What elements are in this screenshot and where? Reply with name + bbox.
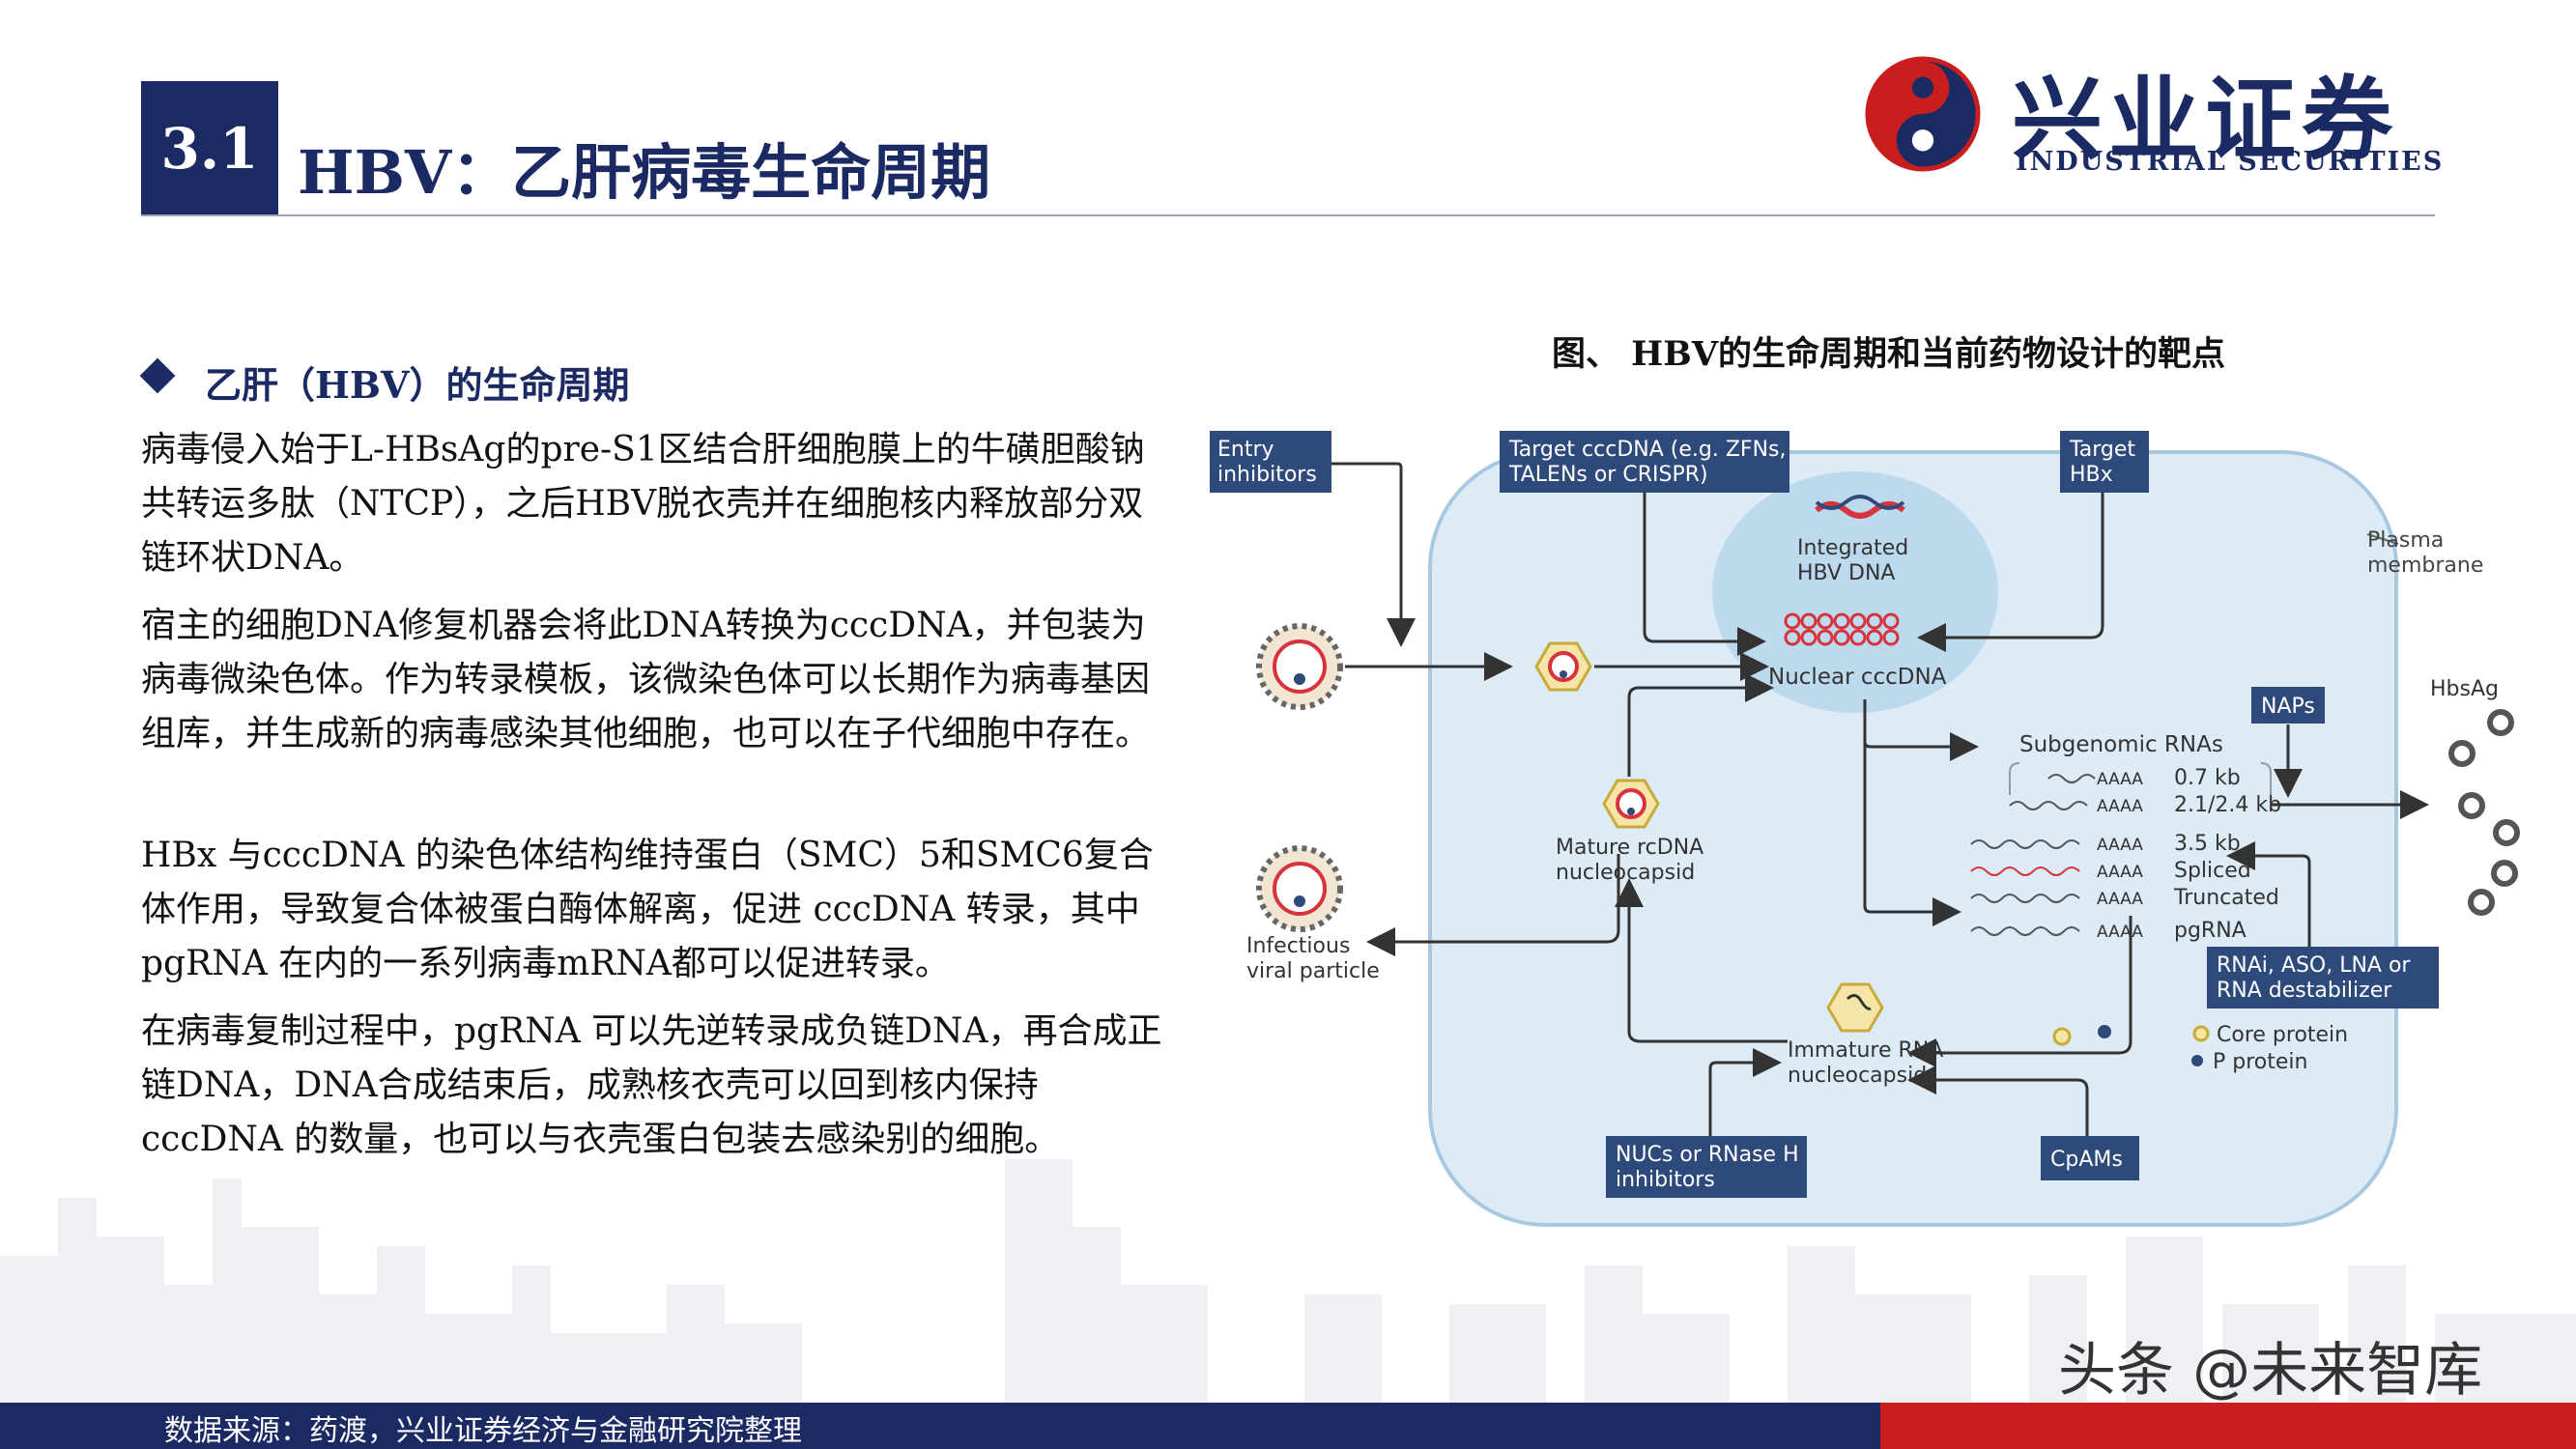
section-number: 3.1: [160, 116, 259, 182]
diamond-bullet-icon: [139, 357, 176, 394]
box-cpams-text: CpAMs: [2050, 1148, 2123, 1172]
box-naps: [2251, 687, 2325, 724]
immature-nucleocapsid-icon: [1826, 982, 1884, 1033]
label-mature-2: nucleocapsid: [1556, 861, 1695, 885]
poly-a-tail: AAAA: [2097, 797, 2143, 816]
rna-item: Spliced: [2174, 859, 2251, 883]
box-nucs-text-1: NUCs or RNase H: [1616, 1143, 1799, 1167]
bullet-heading: 乙肝（HBV）的生命周期: [205, 363, 630, 407]
integrated-dna-icon: [1815, 501, 1905, 519]
hbv-lifecycle-diagram: Plasma membrane Entry inhibitors Target …: [1210, 431, 2520, 1227]
page-title: HBV：乙肝病毒生命周期: [298, 137, 991, 208]
header-divider: [141, 214, 2435, 216]
box-nucs-text-2: inhibitors: [1616, 1168, 1715, 1192]
box-nucs: [1606, 1136, 1807, 1198]
label-subgenomic-rnas: Subgenomic RNAs: [2019, 732, 2223, 757]
box-target-cccdna-text-2: TALENs or CRISPR): [1508, 463, 1708, 487]
box-entry-inhibitors: [1210, 431, 1331, 493]
virus-particle-icon: [1256, 623, 1343, 710]
cell-body: [1428, 450, 2398, 1227]
poly-a-tail: AAAA: [2097, 890, 2143, 909]
section-number-box: [141, 81, 278, 216]
capsid-icon: [1534, 641, 1592, 692]
label-plasma-membrane-2: membrane: [2367, 554, 2483, 578]
watermark: 头条 @未来智库: [2058, 1337, 2483, 1405]
body-paragraph: 病毒侵入始于L-HBsAg的pre-S1区结合肝细胞膜上的牛磺胆酸钠共转运多肽（…: [141, 430, 1145, 578]
box-target-cccdna: [1500, 431, 1789, 493]
box-target-hbx-text-1: Target: [2069, 438, 2135, 462]
label-hbsag: HbsAg: [2430, 677, 2499, 701]
label-p-protein: P protein: [2213, 1050, 2307, 1074]
label-immature: Immature RNA: [1788, 1038, 1943, 1063]
rna-list: AAAA 0.7 kb AAAA 2.1/2.4 kb AAAA 3.5 kb …: [1970, 766, 2281, 943]
nucleus: [1712, 471, 1998, 713]
body-paragraph: 宿主的细胞DNA修复机器会将此DNA转换为cccDNA，并包装为病毒微染色体。作…: [141, 606, 1151, 753]
box-rnai-text-2: RNA destabilizer: [2217, 979, 2392, 1003]
p-protein-icon: [2098, 1025, 2111, 1038]
city-skyline-background: [0, 1159, 2576, 1410]
box-entry-text-2: inhibitors: [1217, 463, 1317, 487]
core-protein-icon: [2052, 1027, 2072, 1046]
poly-a-tail: AAAA: [2097, 863, 2143, 882]
figure-title: 图、 HBV的生命周期和当前药物设计的靶点: [1552, 334, 2225, 374]
footer-accent-bar: [1880, 1403, 2576, 1449]
rna-item: 0.7 kb: [2174, 766, 2241, 790]
label-integrated-dna-2: HBV DNA: [1797, 561, 1895, 585]
cccdna-icon: [1784, 612, 1900, 646]
mature-nucleocapsid-icon: [1602, 779, 1660, 829]
virus-particle-icon: [1256, 845, 1343, 932]
box-target-hbx: [2060, 431, 2149, 493]
body-paragraph: HBx 与cccDNA 的染色体结构维持蛋白（SMC）5和SMC6复合体作用，导…: [141, 836, 1154, 983]
box-target-cccdna-text-1: Target cccDNA (e.g. ZFNs,: [1508, 438, 1786, 462]
label-infectious: Infectious: [1246, 934, 1350, 958]
rna-item: pgRNA: [2174, 919, 2247, 943]
label-immature-2: nucleocapsid: [1788, 1064, 1927, 1088]
label-mature: Mature rcDNA: [1556, 836, 1703, 860]
company-logo-icon: [1865, 56, 1981, 172]
poly-a-tail: AAAA: [2097, 836, 2143, 855]
box-naps-text: NAPs: [2261, 695, 2315, 719]
company-name-cn: 兴业证券: [2012, 67, 2399, 173]
label-nuclear-cccdna: Nuclear cccDNA: [1768, 665, 1947, 690]
rna-item: Truncated: [2173, 886, 2279, 910]
box-rnai-text-1: RNAi, ASO, LNA or: [2217, 953, 2411, 978]
label-infectious-2: viral particle: [1246, 959, 1380, 983]
label-plasma-membrane: Plasma: [2367, 528, 2444, 553]
box-target-hbx-text-2: HBx: [2070, 463, 2113, 487]
label-integrated-dna: Integrated: [1797, 536, 1908, 560]
footer-bar: [0, 1403, 1880, 1449]
box-entry-text-1: Entry: [1217, 438, 1274, 462]
rna-item: 3.5 kb: [2174, 832, 2241, 856]
pathway-arrows: [1331, 462, 2429, 1136]
box-rnai: [2207, 947, 2439, 1009]
body-paragraph: 在病毒复制过程中，pgRNA 可以先逆转录成负链DNA，再合成正链DNA，DNA…: [141, 1011, 1162, 1159]
poly-a-tail: AAAA: [2097, 923, 2143, 942]
label-core-protein: Core protein: [2217, 1023, 2348, 1047]
poly-a-tail: AAAA: [2097, 770, 2143, 789]
box-cpams: [2041, 1136, 2139, 1180]
hbsag-particle-icon: [2448, 709, 2520, 916]
company-name-en: INDUSTRIAL SECURITIES: [2016, 147, 2445, 177]
data-source-note: 数据来源：药渡，兴业证券经济与金融研究院整理: [164, 1414, 802, 1448]
rna-item: 2.1/2.4 kb: [2174, 793, 2281, 817]
